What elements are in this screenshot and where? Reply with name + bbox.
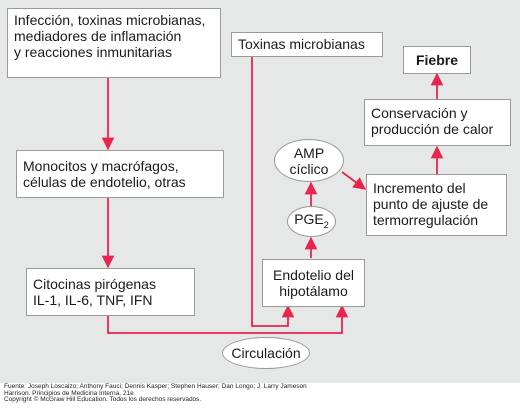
microbial-toxins-box: Toxinas microbianas [231,32,383,57]
arrow-toxins-to-endothelium [251,52,295,327]
pge2-label: PGE [294,210,324,227]
arrow-camp-to-setpoint [341,171,367,190]
source-footer: Fuente: Joseph Loscalzo; Anthony Fauci; … [4,383,516,404]
connector-arrows [101,52,444,334]
cytokines-box: Citocinas pirógenas IL-1, IL-6, TNF, IFN [26,268,195,316]
setpoint-increase-box: Incremento del punto de ajuste de termor… [366,174,507,236]
infection-box: Infección, toxinas microbianas, mediador… [7,8,221,78]
arrow-cytokines-circulation-endothelium [107,304,349,334]
pge2-subscript: 2 [323,219,329,230]
monocytes-box: Monocitos y macrófagos, células de endot… [16,150,224,198]
heat-conservation-box: Conservación y producción de calor [364,99,511,146]
circulation-oval: Circulación [222,337,310,369]
footer-copyright: Copyright © McGraw Hill Education. Todos… [4,396,202,404]
pge2-oval: PGE2 [287,206,336,237]
diagram-panel: Infección, toxinas microbianas, mediador… [0,0,520,383]
cyclic-amp-oval: AMP cíclico [274,139,344,182]
hypothalamic-endothelium-box: Endotelio del hipotálamo [262,259,365,307]
footer-source: Fuente: Joseph Loscalzo; Anthony Fauci; … [4,383,307,390]
footer-book: Harrison. Principios de Medicina Interna… [4,389,134,397]
fever-box: Fiebre [403,46,471,74]
